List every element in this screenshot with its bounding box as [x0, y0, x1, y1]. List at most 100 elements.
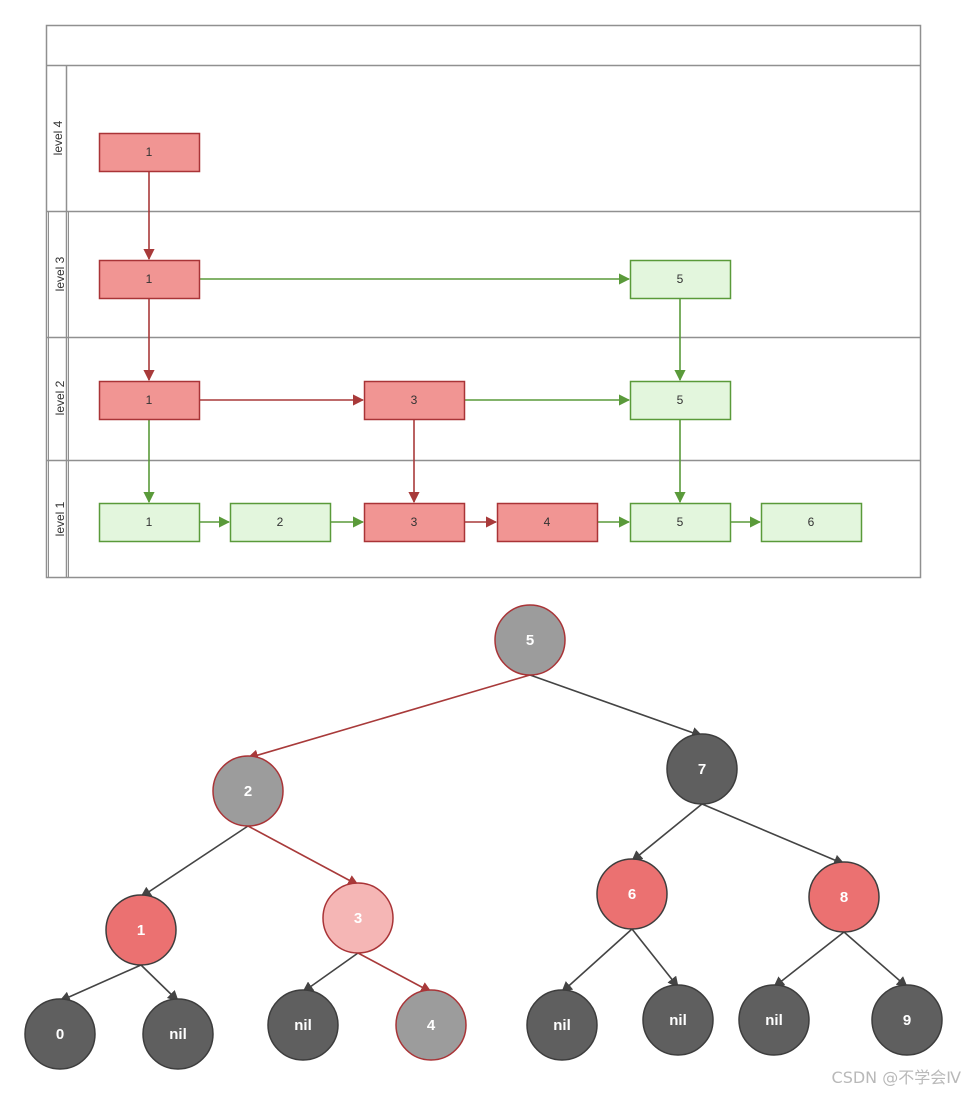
tree-node-nil1: nil [142, 998, 214, 1070]
lane-label-level-3: level 3 [53, 256, 67, 291]
skip-node-box [496, 502, 599, 543]
tree-edge-arrow [58, 964, 142, 1003]
skip-list-frame [45, 24, 922, 579]
skip-node-box [98, 502, 201, 543]
skip-node-l1_3: 3 [363, 502, 466, 543]
lane-labels: level 4 level 3 level 2 level 1 [51, 120, 67, 536]
skip-node-box [629, 380, 732, 421]
tree-node-n6: 6 [596, 858, 668, 930]
tree-edge-arrow [302, 952, 359, 993]
skip-list-diagram: level 4 level 3 level 2 level 1 1 1 5 1 3 5 1 2… [45, 24, 922, 579]
tree-node-label: nil [553, 1017, 571, 1034]
skip-node-box [760, 502, 863, 543]
tree-edge-arrow [631, 928, 679, 988]
tree-node-circle [526, 989, 598, 1061]
skip-node-value: 1 [146, 515, 153, 529]
tree-node-label: 5 [526, 632, 534, 649]
skip-node-box [229, 502, 332, 543]
tree-edges [58, 674, 908, 1003]
skip-node-l3_5: 5 [629, 259, 732, 300]
tree-node-n2: 2 [212, 755, 284, 827]
skip-node-box [363, 380, 466, 421]
tree-node-circle [738, 984, 810, 1056]
tree-node-nil4: nil [642, 984, 714, 1056]
tree-node-circle [871, 984, 943, 1056]
red-black-tree-diagram: 5 2 7 1 3 6 8 0 nil nil 4 nil nil nil 9 [24, 604, 943, 1070]
skip-node-value: 3 [411, 393, 418, 407]
tree-node-label: nil [169, 1026, 187, 1043]
tree-node-n7: 7 [666, 733, 738, 805]
skip-list-nodes: 1 1 5 1 3 5 1 2 3 4 5 6 [98, 132, 863, 543]
skip-node-value: 1 [146, 272, 153, 286]
skip-node-box [629, 259, 732, 300]
tree-node-label: 2 [244, 783, 252, 800]
skip-list-links [143, 171, 762, 528]
tree-node-label: 9 [903, 1012, 911, 1029]
skip-node-box [98, 132, 201, 173]
tree-nodes: 5 2 7 1 3 6 8 0 nil nil 4 nil nil nil 9 [24, 604, 943, 1070]
tree-node-n8: 8 [808, 861, 880, 933]
skip-node-value: 5 [677, 272, 684, 286]
tree-node-nil5: nil [738, 984, 810, 1056]
tree-node-circle [267, 989, 339, 1061]
tree-edge-arrow [631, 803, 703, 862]
skip-node-l2_3: 3 [363, 380, 466, 421]
skip-node-l2_5: 5 [629, 380, 732, 421]
lane-label-level-1: level 1 [53, 501, 67, 536]
skip-node-l2_1: 1 [98, 380, 201, 421]
tree-node-n3: 3 [322, 882, 394, 954]
tree-node-n0: 0 [24, 998, 96, 1070]
skip-node-value: 2 [277, 515, 284, 529]
skip-node-l1_2: 2 [229, 502, 332, 543]
skip-node-value: 3 [411, 515, 418, 529]
skip-node-l1_4: 4 [496, 502, 599, 543]
skip-node-box [629, 502, 732, 543]
tree-node-label: 0 [56, 1026, 64, 1043]
tree-node-label: 4 [427, 1017, 436, 1034]
tree-node-circle [666, 733, 738, 805]
tree-node-n1: 1 [105, 894, 177, 966]
tree-node-n4: 4 [395, 989, 467, 1061]
tree-node-circle [322, 882, 394, 954]
tree-node-label: nil [765, 1012, 783, 1029]
skip-node-l3_1: 1 [98, 259, 201, 300]
tree-node-label: 1 [137, 922, 145, 939]
skip-node-value: 4 [544, 515, 551, 529]
skip-node-l1_6: 6 [760, 502, 863, 543]
skip-node-value: 5 [677, 393, 684, 407]
lane-label-level-4: level 4 [51, 120, 65, 155]
tree-node-label: nil [294, 1017, 312, 1034]
tree-edge-arrow [843, 931, 908, 988]
tree-edge-arrow [773, 931, 845, 988]
skip-node-box [363, 502, 466, 543]
tree-node-circle [494, 604, 566, 676]
skip-node-value: 5 [677, 515, 684, 529]
skip-node-l4_1: 1 [98, 132, 201, 173]
skip-node-value: 1 [146, 145, 153, 159]
tree-node-circle [596, 858, 668, 930]
tree-edge-arrow [561, 928, 633, 993]
tree-edge-arrow [357, 952, 432, 993]
tree-node-circle [212, 755, 284, 827]
tree-node-n5: 5 [494, 604, 566, 676]
tree-node-label: 7 [698, 761, 706, 778]
tree-node-n9: 9 [871, 984, 943, 1056]
skip-node-box [98, 259, 201, 300]
tree-node-label: 3 [354, 910, 362, 927]
watermark-text: CSDN @不学会Ⅳ [832, 1068, 962, 1087]
skip-node-value: 1 [146, 393, 153, 407]
tree-node-circle [24, 998, 96, 1070]
tree-edge-arrow [246, 674, 531, 761]
tree-node-nil3: nil [526, 989, 598, 1061]
tree-node-circle [395, 989, 467, 1061]
lane-label-level-2: level 2 [53, 380, 67, 415]
tree-node-label: nil [669, 1012, 687, 1029]
tree-node-label: 6 [628, 886, 636, 903]
skip-node-l1_1: 1 [98, 502, 201, 543]
tree-edge-arrow [529, 674, 704, 738]
tree-edge-arrow [140, 964, 179, 1002]
tree-node-circle [642, 984, 714, 1056]
tree-edge-arrow [247, 825, 359, 886]
skip-node-box [98, 380, 201, 421]
